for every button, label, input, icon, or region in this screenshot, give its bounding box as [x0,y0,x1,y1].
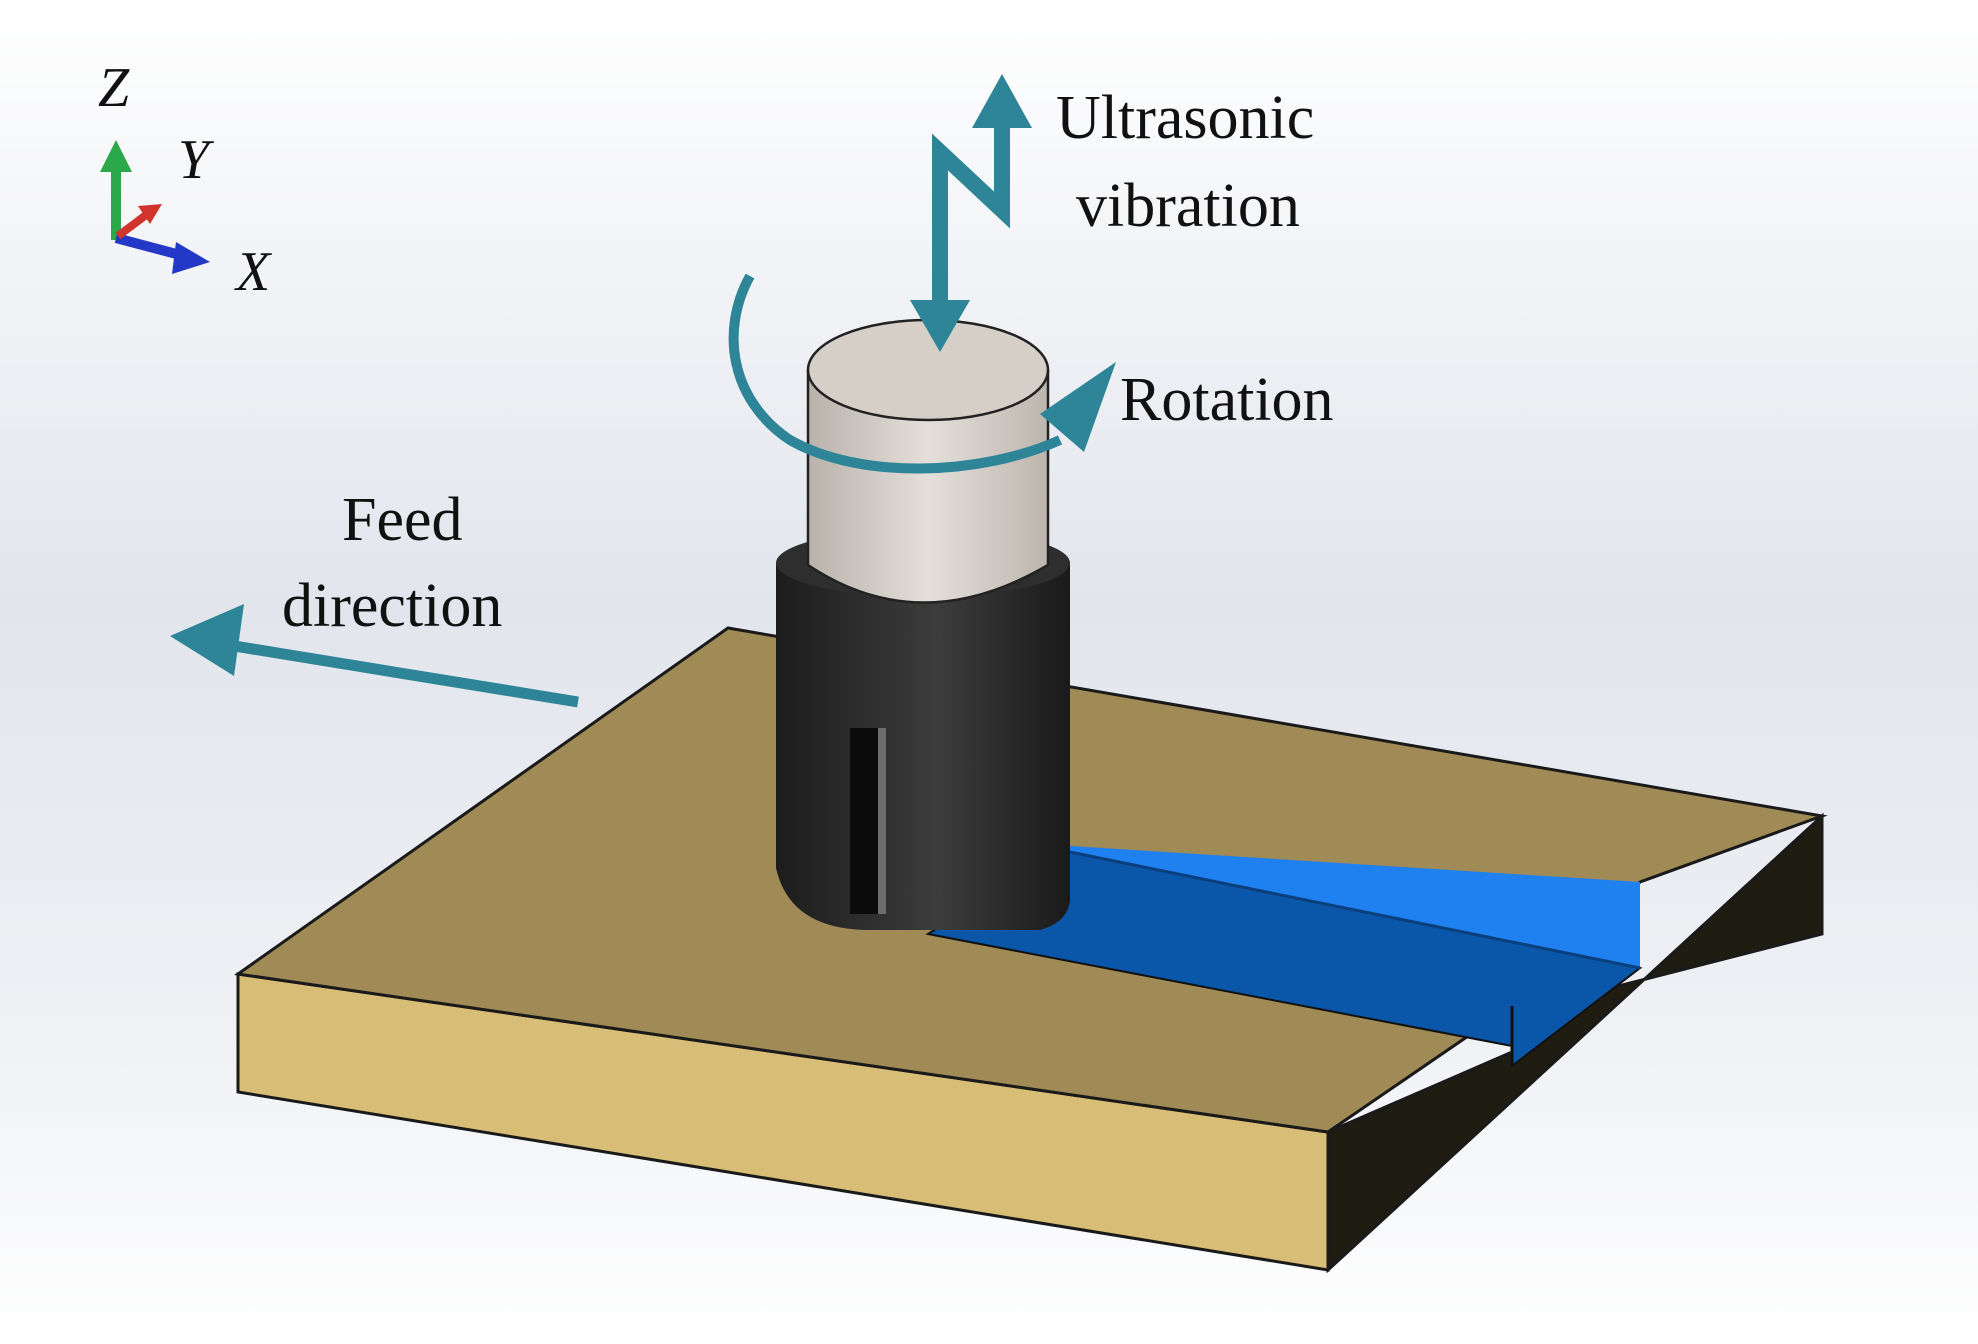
tool [776,318,1070,930]
tool-holder [776,562,1070,930]
rotation-label: Rotation [1120,366,1334,434]
coordinate-triad: Z Y X [98,57,273,303]
workpiece [234,626,1828,1274]
y-axis-label: Y [178,129,215,191]
z-axis-arrowhead [100,140,132,172]
y-axis-arrowhead [138,204,162,224]
z-axis-label: Z [98,57,130,119]
rotation-arrow [728,273,1116,474]
tool-head [808,370,1048,603]
feed-label-line1: Feed [342,486,463,554]
ultrasonic-vibration-arrow [910,74,1032,352]
ultrasonic-label-line2: vibration [1076,172,1300,240]
feed-label-line2: direction [282,572,502,640]
x-axis-arrowhead [172,242,210,274]
ultrasonic-label-line1: Ultrasonic [1056,84,1314,152]
x-axis-label: X [234,241,273,303]
tool-head-top [806,318,1050,422]
feed-direction-arrow [170,604,579,708]
